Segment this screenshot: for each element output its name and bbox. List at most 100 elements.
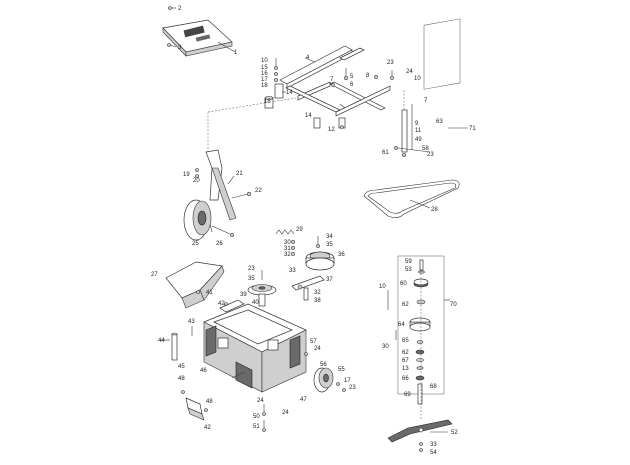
callout-26: 26 (216, 241, 223, 247)
callout-14-lower: 14 (305, 113, 312, 119)
pulley-35 (247, 270, 277, 307)
callout-27: 27 (151, 272, 158, 278)
callout-48: 48 (178, 376, 185, 382)
idler-arm-37 (291, 275, 325, 301)
callout-65: 65 (402, 338, 409, 344)
callout-37: 37 (326, 277, 333, 283)
spring-29 (275, 229, 295, 235)
bracket-48 (181, 390, 208, 421)
callout-41: 41 (206, 290, 213, 296)
callout-43: 43 (188, 319, 195, 325)
callout-66: 66 (402, 376, 409, 382)
callout-31: 31 (284, 246, 291, 252)
callout-51: 51 (253, 424, 260, 430)
callout-1: 1 (234, 50, 238, 56)
main-frame (207, 45, 405, 150)
drive-belt (363, 179, 460, 218)
callout-62: 62 (402, 302, 409, 308)
callout-36: 36 (338, 252, 345, 258)
callout-30-spindle: 30 (382, 344, 389, 350)
callout-16: 16 (261, 71, 268, 77)
screw-3 (167, 43, 177, 48)
callout-38: 38 (314, 298, 321, 304)
callout-45: 45 (178, 364, 185, 370)
cover-plate (162, 19, 233, 57)
callout-53: 53 (405, 267, 412, 273)
frame-bushings (264, 83, 346, 129)
callout-34: 34 (326, 234, 333, 240)
idler-pulley-36 (305, 251, 335, 271)
callout-labels: 1 2 3 4 5 6 7 8 10 12 14 14 15 16 17 18 … (151, 6, 476, 456)
callout-54: 54 (430, 450, 437, 456)
callout-49: 49 (415, 137, 422, 143)
callout-46: 46 (200, 368, 207, 374)
callout-23-handle: 23 (427, 152, 434, 158)
callout-11: 11 (415, 128, 422, 134)
callout-3: 3 (178, 45, 182, 51)
callout-42: 42 (218, 301, 225, 307)
rear-wheel (304, 352, 346, 393)
callout-50: 50 (253, 414, 260, 420)
front-wheel (183, 199, 234, 241)
callout-55: 55 (338, 367, 345, 373)
callout-23-pulley: 23 (248, 266, 255, 272)
callout-40: 40 (252, 300, 259, 306)
callout-33: 33 (289, 268, 296, 274)
callout-14: 14 (286, 90, 293, 96)
callout-56: 56 (320, 362, 327, 368)
callout-32: 32 (284, 252, 291, 258)
callout-23-wheel: 23 (349, 385, 356, 391)
callout-39: 39 (240, 292, 247, 298)
callout-10-handle: 10 (414, 76, 421, 82)
callout-23: 23 (387, 60, 394, 66)
wheel-fork (195, 149, 252, 221)
callout-5: 5 (350, 74, 354, 80)
deck-shroud (165, 261, 225, 309)
callout-35-pulley: 35 (248, 276, 255, 282)
callout-57: 57 (310, 339, 317, 345)
callout-21: 21 (236, 171, 243, 177)
callout-17-wheel: 17 (344, 378, 351, 384)
callout-18-lower: 18 (264, 99, 271, 105)
callout-29: 29 (296, 227, 303, 233)
hardware-30-32 (291, 236, 320, 256)
leader-lines (160, 41, 468, 433)
handle-assembly (394, 18, 461, 157)
callout-68: 68 (430, 384, 437, 390)
callout-10: 10 (261, 58, 268, 64)
callout-58: 58 (422, 146, 429, 152)
callout-64: 64 (398, 322, 405, 328)
callout-18: 18 (261, 83, 268, 89)
callout-48-bracket: 48 (206, 399, 213, 405)
callout-35: 35 (326, 242, 333, 248)
callout-8: 8 (366, 73, 370, 79)
callout-60: 60 (400, 281, 407, 287)
callout-9: 9 (415, 121, 419, 127)
callout-70: 70 (450, 302, 457, 308)
callout-69: 69 (404, 392, 411, 398)
callout-71: 71 (469, 126, 476, 132)
callout-42-bracket: 42 (204, 425, 211, 431)
callout-44: 44 (158, 338, 165, 344)
screw-2 (168, 6, 176, 10)
callout-12: 12 (328, 127, 335, 133)
callout-7: 7 (330, 77, 334, 83)
callout-2: 2 (178, 6, 182, 12)
callout-15: 15 (261, 65, 268, 71)
hardware-10-18 (274, 58, 278, 82)
callout-7-handle: 7 (424, 98, 428, 104)
spindle-stack (387, 259, 431, 420)
callout-25: 25 (192, 241, 199, 247)
callout-24-deck: 24 (314, 346, 321, 352)
hardware-50-51 (262, 404, 266, 432)
callout-19: 19 (183, 172, 190, 178)
callout-10-spindle: 10 (379, 284, 386, 290)
callout-24-lower: 24 (257, 398, 264, 404)
callout-30: 30 (284, 240, 291, 246)
callout-20: 20 (193, 178, 200, 184)
callout-67: 67 (402, 358, 409, 364)
callout-24: 24 (406, 69, 413, 75)
callout-62-lower: 62 (402, 350, 409, 356)
deck-housing (191, 299, 307, 393)
